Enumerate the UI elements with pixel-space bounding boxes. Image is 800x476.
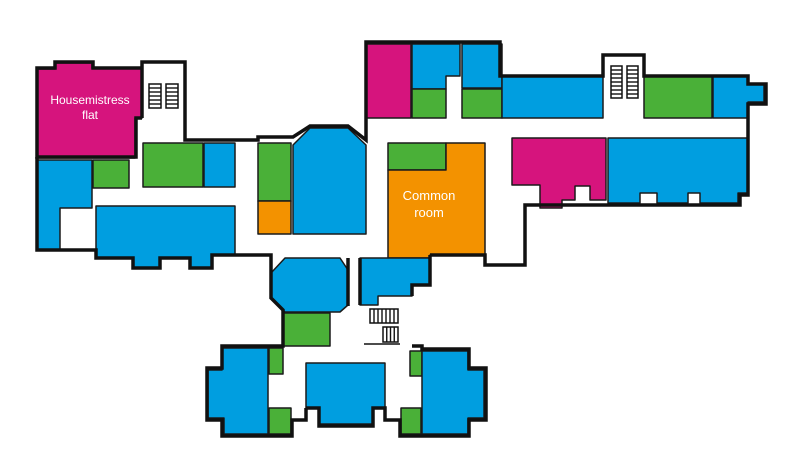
staff-room-top[interactable] bbox=[365, 43, 412, 119]
stair-block-centre-a bbox=[369, 308, 399, 324]
bathroom-bottom-left-a[interactable] bbox=[268, 347, 284, 375]
bathroom-left-b[interactable] bbox=[142, 142, 204, 188]
common-room-label-line2: room bbox=[414, 205, 444, 220]
bathroom-top-a[interactable] bbox=[411, 88, 447, 119]
wall-west bbox=[35, 60, 142, 159]
staff-room-right[interactable] bbox=[511, 137, 607, 209]
utility-room-orange[interactable] bbox=[257, 200, 292, 235]
wall-left-wing bbox=[140, 40, 768, 267]
bedroom-centre-octagon[interactable] bbox=[292, 127, 367, 235]
wall-east-lower bbox=[410, 255, 432, 296]
housemistress-label-line1: Housemistress bbox=[50, 93, 129, 107]
stairs-right bbox=[610, 65, 639, 99]
bedroom-left-a[interactable] bbox=[36, 159, 93, 251]
bathroom-centre-a[interactable] bbox=[257, 142, 292, 202]
stairs-centre bbox=[364, 308, 400, 345]
bathroom-bottom-right-b[interactable] bbox=[400, 407, 422, 435]
bathroom-common-top[interactable] bbox=[387, 142, 447, 171]
wall-south-centre bbox=[306, 344, 488, 438]
room-labels: Housemistress flat Common room bbox=[50, 93, 455, 220]
bathroom-lower-a[interactable] bbox=[282, 312, 331, 347]
bedroom-top-b[interactable] bbox=[461, 43, 503, 89]
bedroom-top-a[interactable] bbox=[411, 43, 461, 90]
bedroom-top-c[interactable] bbox=[501, 75, 604, 119]
wall-southwest bbox=[35, 157, 308, 438]
bedroom-lower-b[interactable] bbox=[359, 257, 431, 306]
rooms bbox=[36, 43, 765, 435]
stairs-left bbox=[148, 83, 179, 109]
bathroom-right-a[interactable] bbox=[643, 75, 713, 119]
bedroom-right-b[interactable] bbox=[607, 137, 749, 204]
bathroom-left-a[interactable] bbox=[92, 159, 130, 189]
housemistress-label-line2: flat bbox=[82, 108, 99, 122]
bedroom-lower-a[interactable] bbox=[270, 257, 349, 313]
common-room-label-line1: Common bbox=[403, 188, 456, 203]
bathroom-top-b[interactable] bbox=[461, 88, 503, 119]
bedroom-left-b[interactable] bbox=[203, 142, 236, 188]
bathroom-bottom-right-a[interactable] bbox=[409, 350, 423, 377]
bathroom-bottom-left-b[interactable] bbox=[268, 407, 292, 435]
outer-walls bbox=[35, 40, 768, 438]
